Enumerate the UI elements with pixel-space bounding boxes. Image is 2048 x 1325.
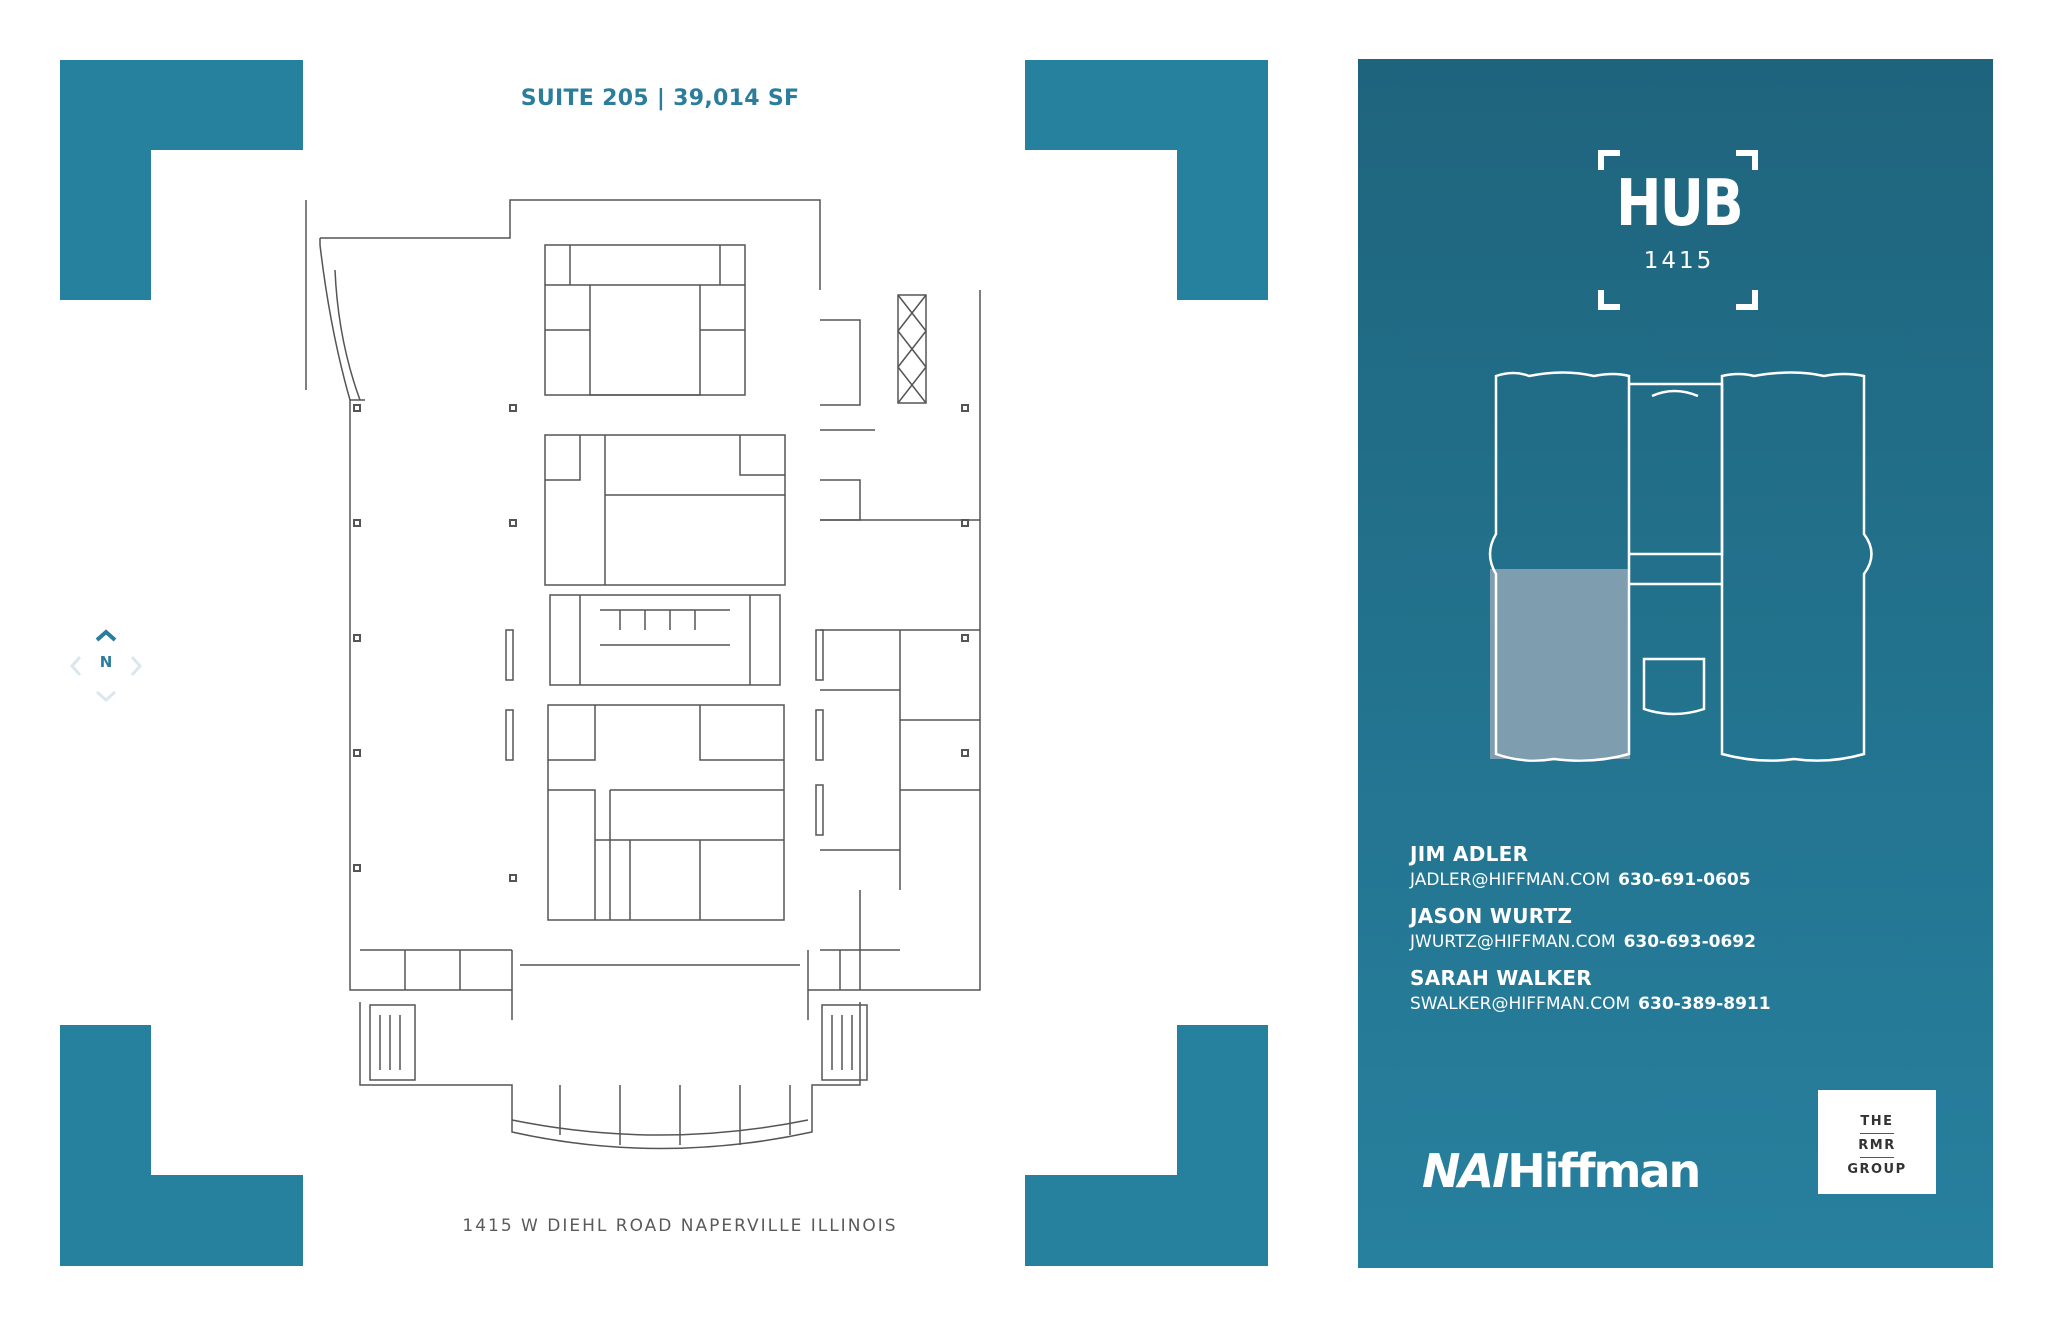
contact-card: JIM ADLER JADLER@HIFFMAN.COM 630-691-0605 [1410, 842, 1751, 890]
rmr-logo-divider [1860, 1133, 1894, 1134]
contact-email-link[interactable]: SWALKER@HIFFMAN.COM [1410, 994, 1631, 1014]
suite-title: SUITE 205 | 39,014 SF [520, 86, 800, 111]
property-address: 1415 W DIEHL ROAD NAPERVILLE ILLINOIS [462, 1216, 898, 1236]
rmr-group-logo: THE RMR GROUP [1818, 1090, 1936, 1194]
corner-bracket-bottom-left [60, 1025, 151, 1175]
contact-name: JIM ADLER [1410, 842, 1529, 866]
info-panel [1358, 59, 1993, 1268]
contact-name: JASON WURTZ [1410, 904, 1573, 928]
contact-phone[interactable]: 630-389-8911 [1638, 994, 1771, 1014]
nai-logo-suffix: Hiffman [1507, 1144, 1701, 1198]
corner-bracket-top-left [60, 150, 151, 300]
hub-logo-frame [1598, 150, 1758, 310]
corner-bracket-top-left [60, 60, 303, 150]
compass-north-label: N [99, 653, 113, 671]
corner-bracket-bottom-right [1177, 1025, 1268, 1175]
rmr-logo-line2: RMR [1858, 1138, 1896, 1153]
contact-email-link[interactable]: JWURTZ@HIFFMAN.COM [1410, 932, 1616, 952]
nai-logo-prefix: NAI [1422, 1144, 1509, 1198]
building-key-plan [1488, 371, 1873, 762]
rmr-logo-line1: THE [1860, 1114, 1894, 1129]
rmr-logo-divider [1860, 1157, 1894, 1158]
contact-name: SARAH WALKER [1410, 966, 1593, 990]
floor-plan-drawing [305, 199, 981, 1150]
corner-bracket-bottom-right [1025, 1175, 1268, 1266]
contact-phone[interactable]: 630-691-0605 [1618, 870, 1751, 890]
contact-phone[interactable]: 630-693-0692 [1623, 932, 1756, 952]
corner-bracket-bottom-left [60, 1175, 303, 1266]
corner-bracket-top-right [1025, 60, 1268, 150]
contact-card: JASON WURTZ JWURTZ@HIFFMAN.COM 630-693-06… [1410, 904, 1756, 952]
north-arrow-icon [69, 629, 142, 702]
hub-logo-title: HUB [1615, 167, 1744, 241]
hub-logo-number: 1415 [1643, 248, 1715, 274]
corner-bracket-top-right [1177, 150, 1268, 300]
rmr-logo-line3: GROUP [1847, 1162, 1907, 1177]
nai-hiffman-logo: NAIHiffman [1422, 1148, 1701, 1194]
contact-card: SARAH WALKER SWALKER@HIFFMAN.COM 630-389-… [1410, 966, 1771, 1014]
contact-email-link[interactable]: JADLER@HIFFMAN.COM [1410, 870, 1611, 890]
